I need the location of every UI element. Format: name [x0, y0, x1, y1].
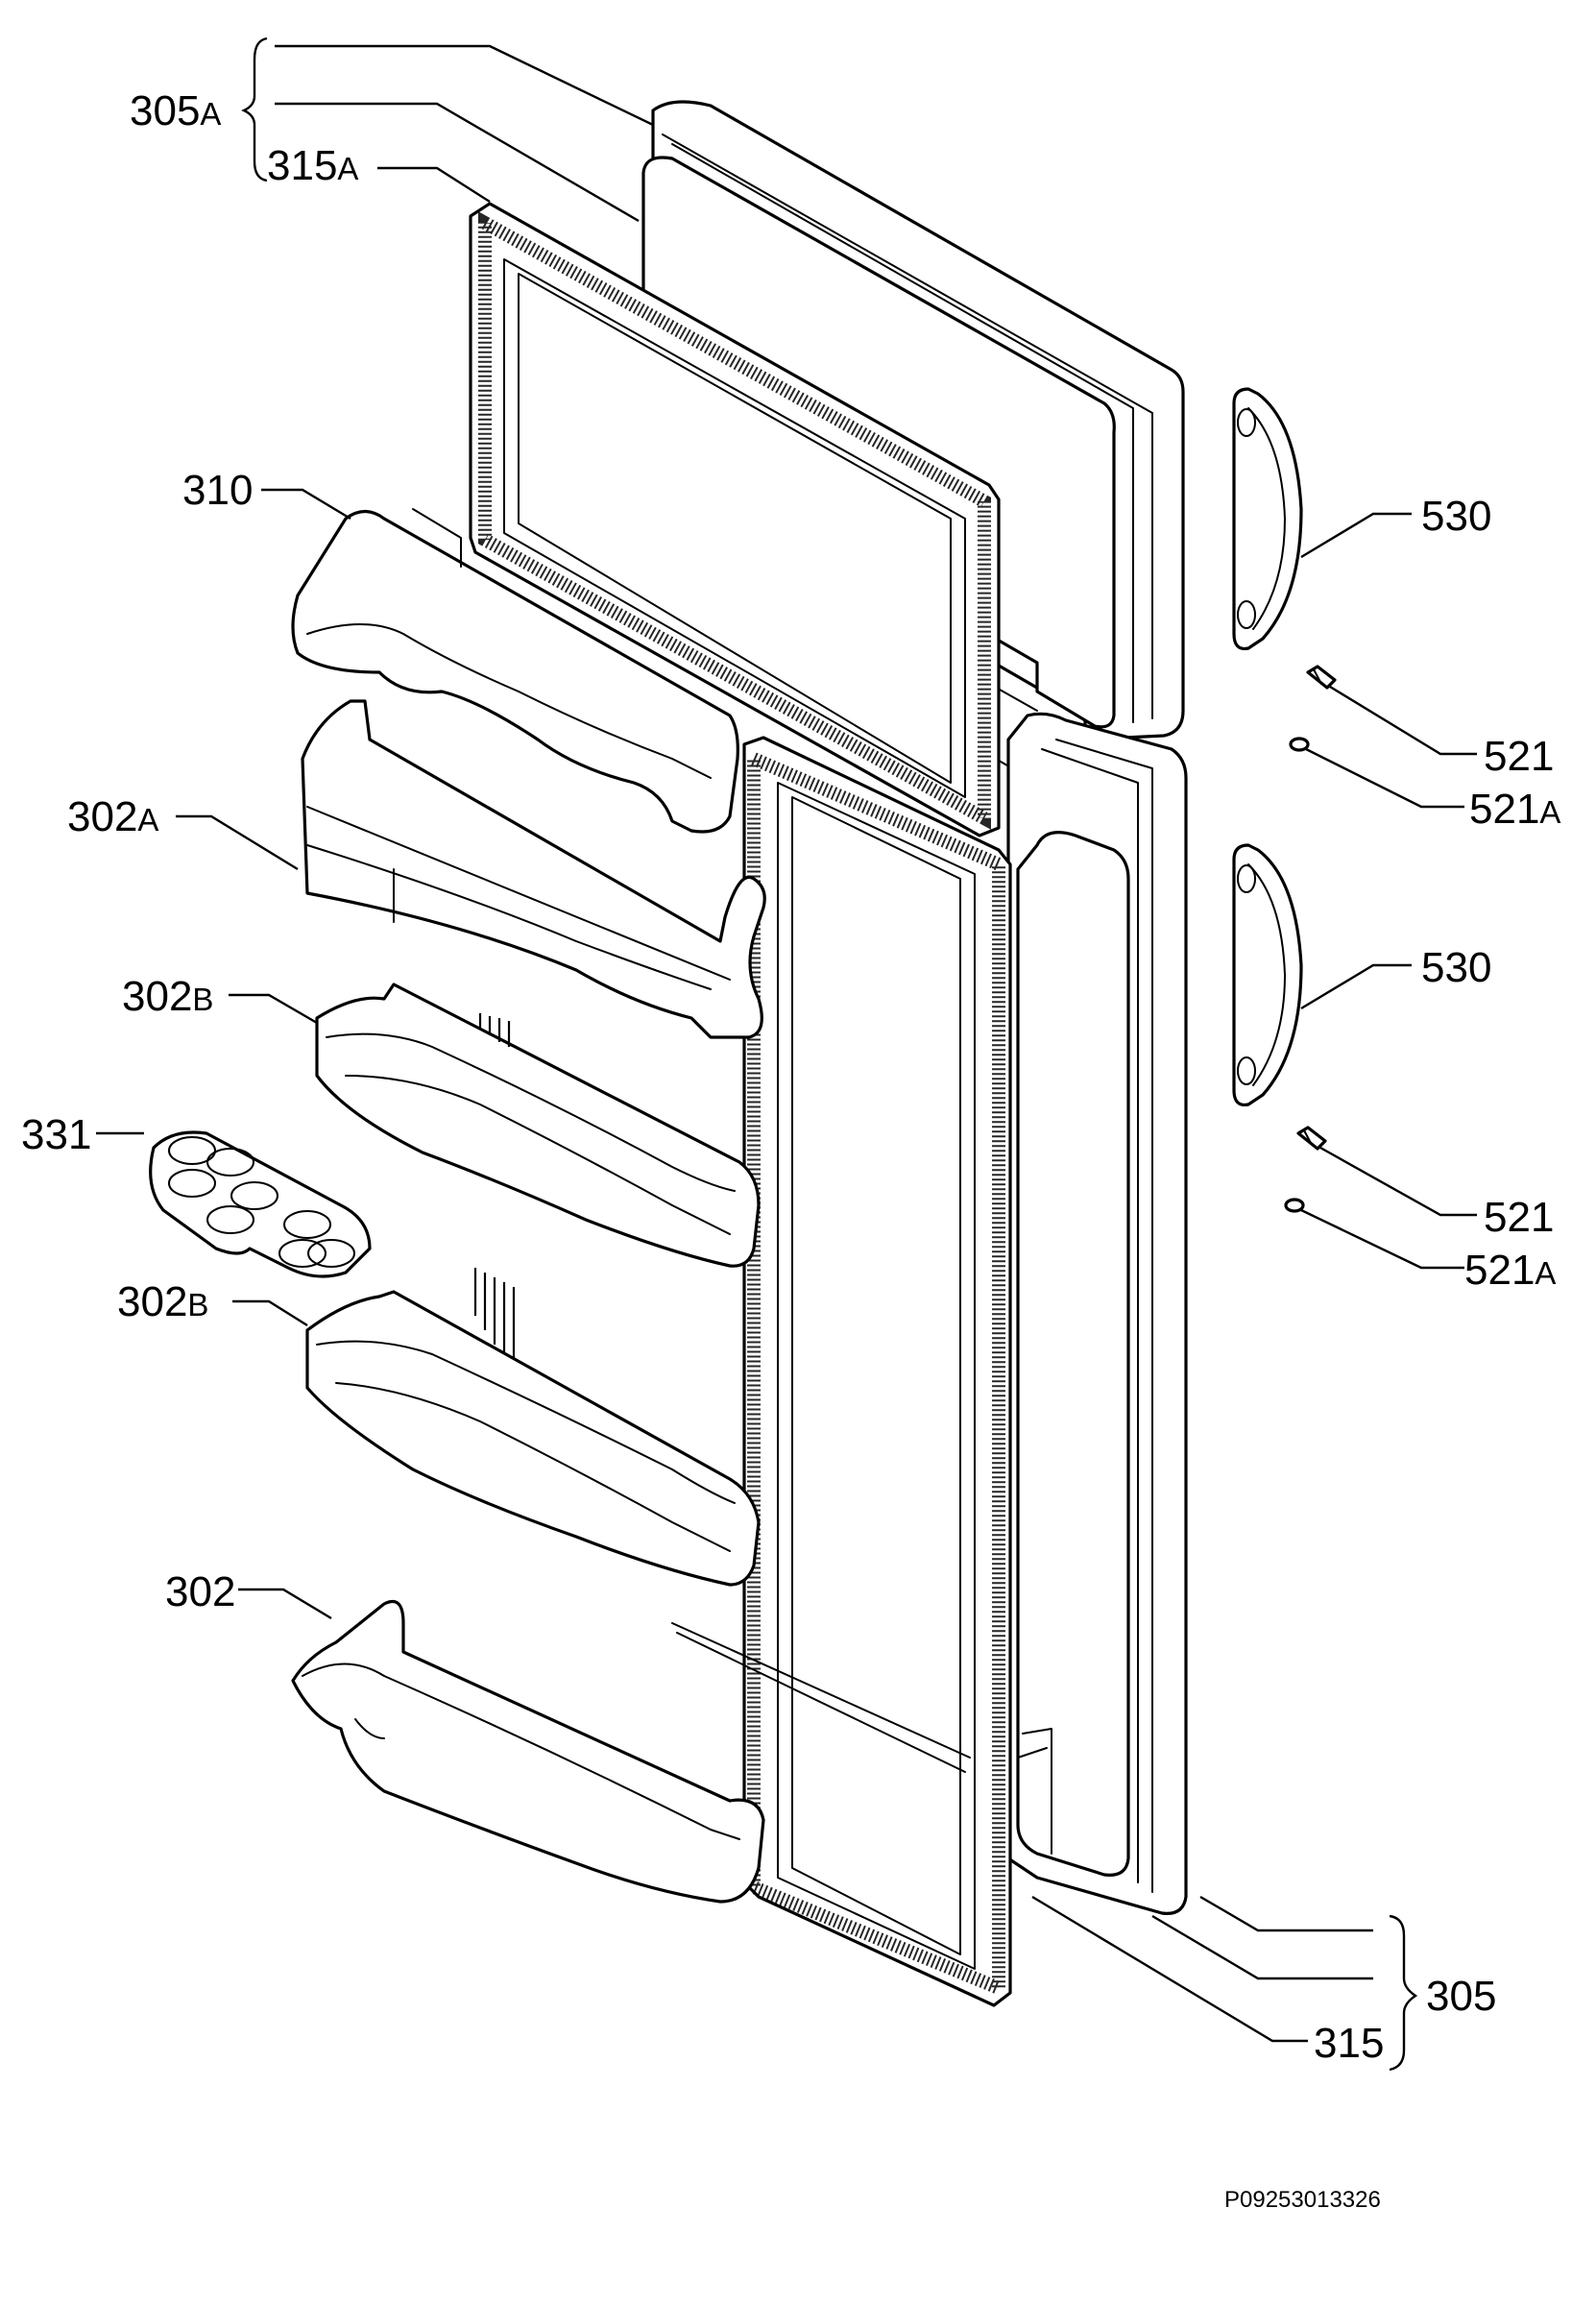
label-530-upper: 530 — [1421, 493, 1491, 540]
hatch-marks-upper — [478, 1013, 511, 1047]
shelf-302B-lower — [305, 1290, 761, 1587]
shelf-302B-upper — [315, 983, 761, 1268]
label-331: 331 — [21, 1111, 91, 1158]
label-302: 302 — [165, 1568, 235, 1615]
screw-521-lower — [1296, 1126, 1327, 1151]
label-302B-lower: 302B — [117, 1278, 208, 1325]
washer-521A-upper — [1289, 737, 1310, 752]
shelf-310 — [291, 508, 739, 834]
leader-lines — [96, 44, 1477, 2043]
label-315: 315 — [1314, 2020, 1384, 2067]
label-310: 310 — [182, 467, 253, 514]
shelf-302 — [291, 1599, 765, 1904]
label-521A-upper: 521A — [1469, 786, 1560, 833]
label-302A: 302A — [67, 793, 158, 840]
handle-530-upper — [1232, 387, 1303, 651]
bracket-305A — [241, 36, 268, 182]
egg-tray-331 — [149, 1130, 372, 1278]
reference-code: P09253013326 — [1224, 2187, 1381, 2213]
hatch-marks-lower — [473, 1268, 516, 1359]
bracket-305 — [1389, 1914, 1418, 2072]
handle-530-lower — [1232, 843, 1303, 1107]
label-305A: 305A — [130, 87, 221, 134]
label-530-lower: 530 — [1421, 944, 1491, 991]
label-302B-upper: 302B — [122, 973, 213, 1020]
fridge-door-inner-liner — [1016, 831, 1130, 1877]
label-521A-lower: 521A — [1464, 1247, 1556, 1294]
label-521-upper: 521 — [1484, 733, 1554, 780]
washer-521A-lower — [1284, 1198, 1305, 1213]
screw-521-upper — [1306, 665, 1337, 690]
label-305: 305 — [1426, 1973, 1496, 2020]
fridge-door-gasket-315 — [671, 736, 1012, 2007]
freezer-door-gasket-315A — [469, 202, 1001, 837]
shelf-302A — [301, 699, 766, 1039]
label-521-lower: 521 — [1484, 1194, 1554, 1241]
label-315A: 315A — [267, 142, 358, 189]
